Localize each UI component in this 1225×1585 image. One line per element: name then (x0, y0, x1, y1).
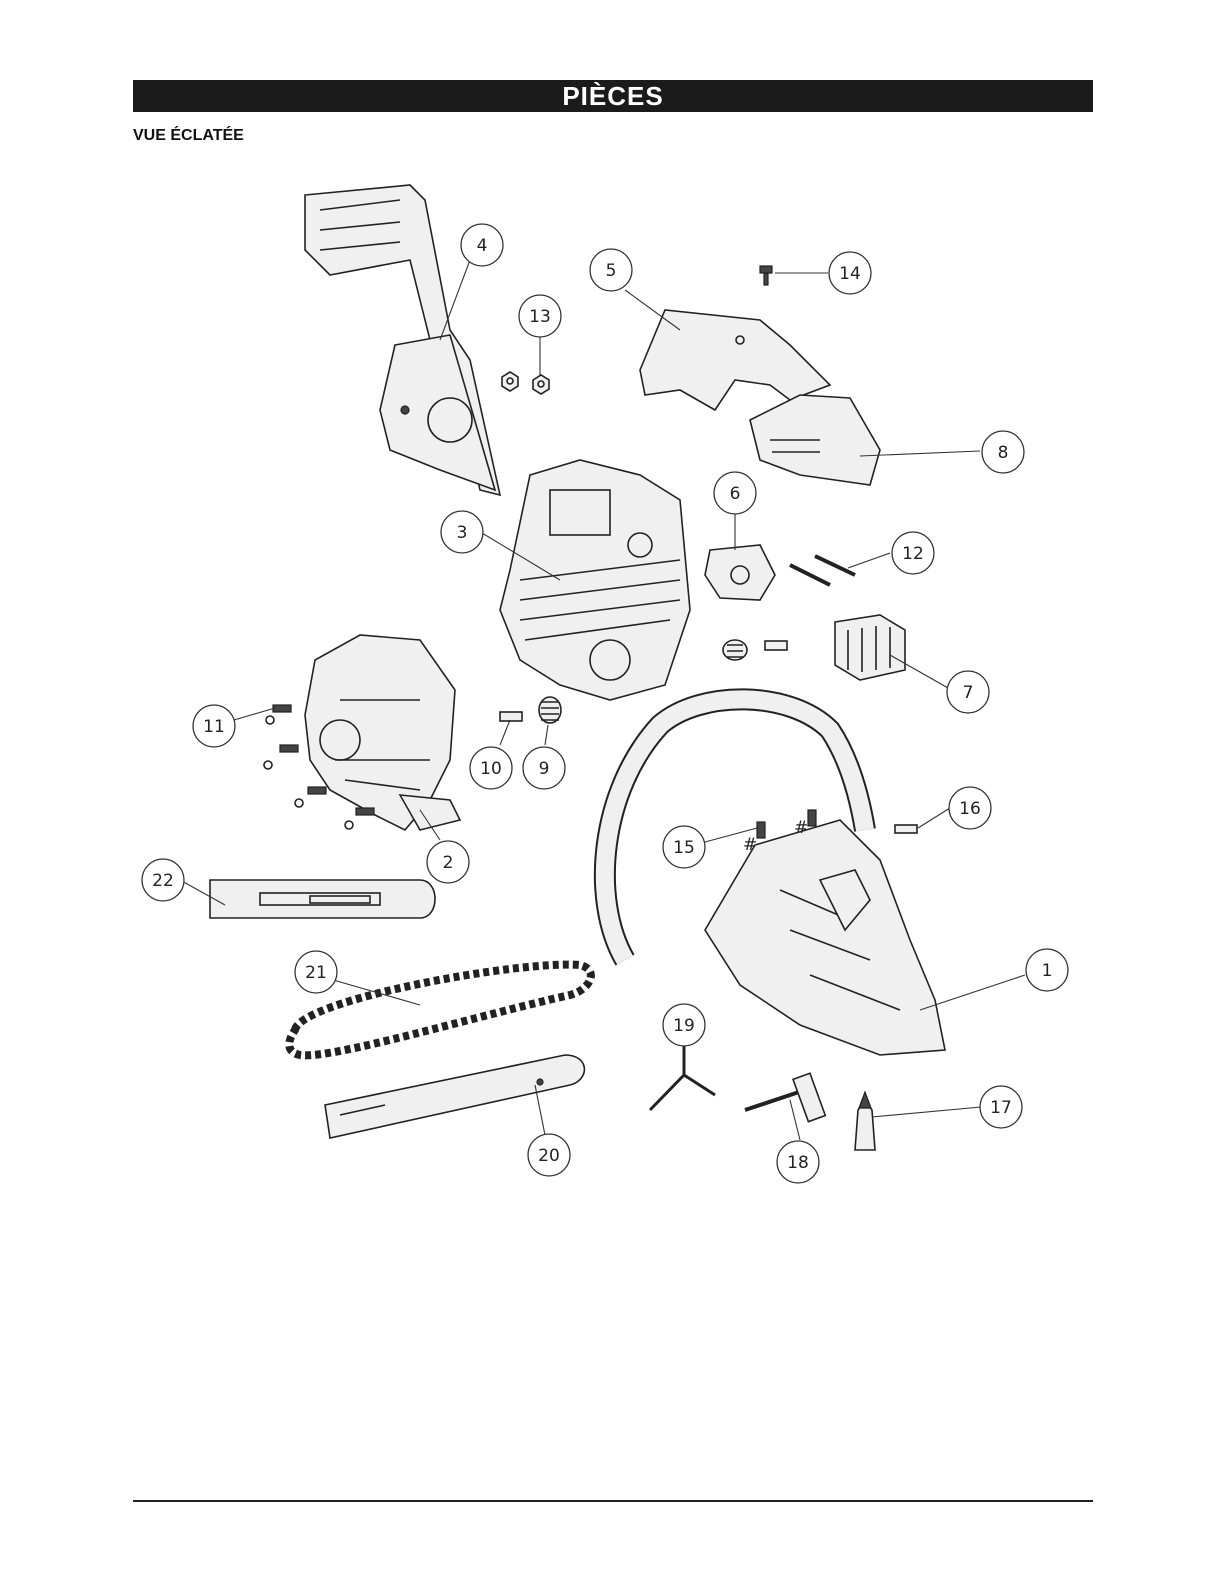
svg-text:1: 1 (1042, 961, 1053, 981)
svg-text:18: 18 (787, 1153, 809, 1173)
callout-8: 8 (982, 431, 1024, 473)
callout-4: 4 (461, 224, 503, 266)
part-oil-bottle (855, 1092, 875, 1150)
callout-6: 6 (714, 472, 756, 514)
callout-15: 15 (663, 826, 705, 868)
svg-text:17: 17 (990, 1098, 1012, 1118)
part-spring-pin-right (723, 640, 787, 660)
part-pin-16 (895, 825, 917, 833)
svg-text:13: 13 (529, 307, 551, 327)
part-engine (500, 460, 690, 700)
svg-text:10: 10 (480, 759, 502, 779)
part-handle-assembly (605, 699, 945, 1055)
part-guide-bar (325, 1055, 584, 1138)
callout-18: 18 (777, 1141, 819, 1183)
callout-5: 5 (590, 249, 632, 291)
part-long-bolts (790, 556, 855, 585)
part-starter-housing (305, 635, 460, 830)
callout-11: 11 (193, 705, 235, 747)
svg-text:7: 7 (963, 683, 974, 703)
callout-21: 21 (295, 951, 337, 993)
part-scabbard (210, 880, 435, 918)
part-wrench (745, 1073, 825, 1121)
part-nuts (502, 372, 549, 394)
part-spring-left (539, 697, 561, 723)
footer-rule (133, 1500, 1093, 1502)
hash-marker-2: # (794, 818, 808, 838)
callout-22: 22 (142, 859, 184, 901)
callout-7: 7 (947, 671, 989, 713)
callout-1: 1 (1026, 949, 1068, 991)
callout-19: 19 (663, 1004, 705, 1046)
callout-12: 12 (892, 532, 934, 574)
svg-text:3: 3 (457, 523, 468, 543)
callout-16: 16 (949, 787, 991, 829)
svg-text:11: 11 (203, 717, 225, 737)
callout-10: 10 (470, 747, 512, 789)
svg-text:2: 2 (443, 853, 454, 873)
callout-14: 14 (829, 252, 871, 294)
part-filter-cover (750, 395, 880, 485)
svg-text:20: 20 (538, 1146, 560, 1166)
svg-text:9: 9 (539, 759, 550, 779)
part-carburetor (705, 545, 775, 600)
svg-text:12: 12 (902, 544, 924, 564)
callout-2: 2 (427, 841, 469, 883)
callout-3: 3 (441, 511, 483, 553)
svg-text:6: 6 (730, 484, 741, 504)
callout-20: 20 (528, 1134, 570, 1176)
svg-text:19: 19 (673, 1016, 695, 1036)
svg-text:14: 14 (839, 264, 861, 284)
callout-17: 17 (980, 1086, 1022, 1128)
svg-text:5: 5 (606, 261, 617, 281)
svg-text:15: 15 (673, 838, 695, 858)
callout-13: 13 (519, 295, 561, 337)
svg-text:4: 4 (477, 236, 488, 256)
hash-marker-1: # (743, 835, 757, 855)
svg-text:22: 22 (152, 871, 174, 891)
part-screw-small (760, 266, 772, 285)
callout-9: 9 (523, 747, 565, 789)
part-air-filter (835, 615, 905, 680)
svg-text:16: 16 (959, 799, 981, 819)
svg-text:21: 21 (305, 963, 327, 983)
part-pin-left (500, 712, 522, 721)
svg-text:8: 8 (998, 443, 1009, 463)
